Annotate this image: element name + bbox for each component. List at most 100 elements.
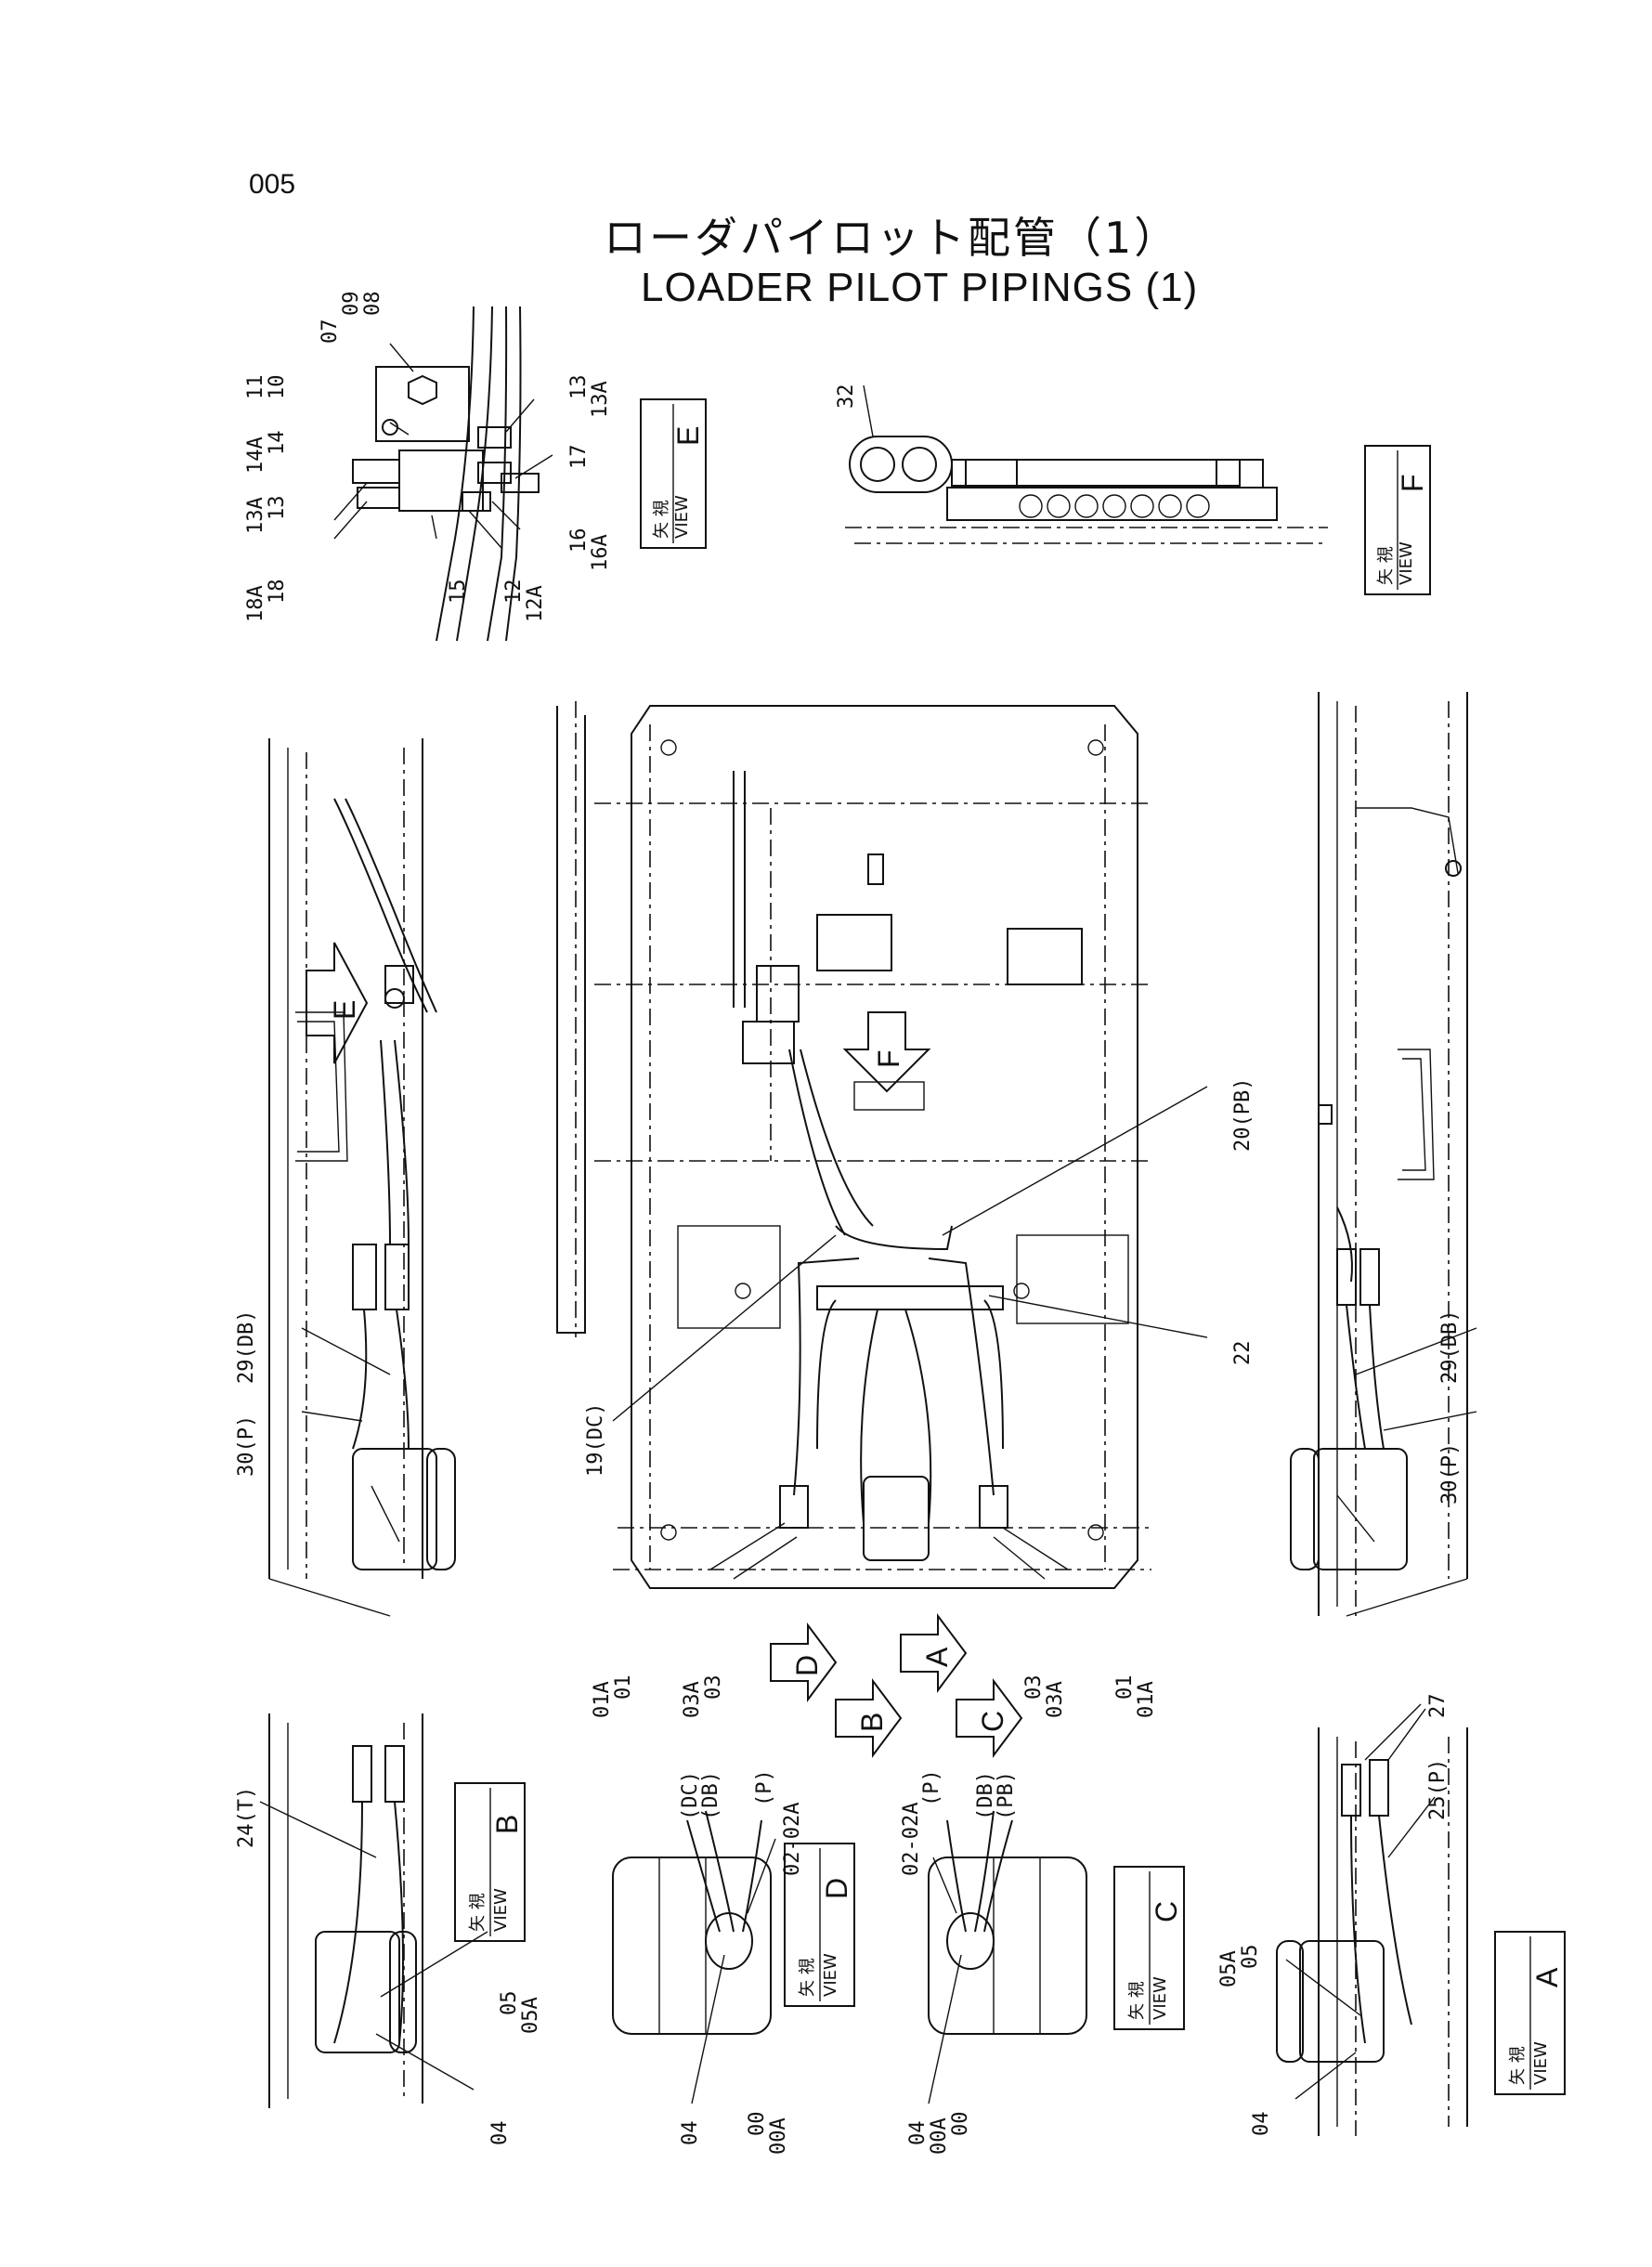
left-side-view <box>268 738 456 1617</box>
detail-view-c <box>928 1810 1087 2104</box>
arrow-e-letter: E <box>328 1000 361 1020</box>
view-box-f-en: VIEW <box>1397 541 1416 585</box>
view-box-c-prefix: 矢 視 <box>1127 1981 1147 2020</box>
label-25p: 25(P) <box>1426 1759 1450 1820</box>
label-db-c: (DB) <box>974 1771 997 1820</box>
title-english: LOADER PILOT PIPINGS (1) <box>641 265 1199 310</box>
label-03-left: 03 <box>702 1675 725 1700</box>
label-22: 22 <box>1231 1341 1255 1366</box>
view-box-d-letter: D <box>820 1878 853 1899</box>
label-08: 08 <box>361 292 384 317</box>
view-box-e-letter: E <box>671 426 705 446</box>
view-box-b-prefix: 矢 視 <box>468 1893 488 1932</box>
arrow-a-letter: A <box>920 1647 954 1667</box>
arrow-d-letter: D <box>790 1655 824 1676</box>
label-02-02a-d: 02-02A <box>781 1803 804 1876</box>
label-16: 16 <box>567 528 591 554</box>
label-p-c: (P) <box>920 1769 943 1806</box>
arrow-f-letter: F <box>872 1049 905 1068</box>
arrow-a: A <box>900 1613 968 1693</box>
view-box-e: 矢 視 VIEW E <box>640 398 707 549</box>
label-dc-d: (DC) <box>679 1771 702 1820</box>
label-20pb: 20(PB) <box>1231 1078 1255 1152</box>
view-box-a-letter: A <box>1530 1967 1564 1987</box>
detail-view-b <box>259 1713 488 2108</box>
view-box-f-letter: F <box>1396 474 1429 492</box>
label-00a-c: 00A <box>928 2117 951 2155</box>
label-04-b: 04 <box>488 2121 512 2146</box>
label-02-02a-c: 02-02A <box>900 1803 923 1876</box>
label-01a-right: 01A <box>1135 1681 1158 1718</box>
label-13-left: 13 <box>266 496 289 521</box>
label-00a-d: 00A <box>767 2117 790 2155</box>
label-18: 18 <box>266 580 289 605</box>
view-box-f-prefix: 矢 視 <box>1376 546 1396 585</box>
view-box-c-en: VIEW <box>1151 1976 1170 2020</box>
label-32: 32 <box>835 384 858 410</box>
arrow-f: F <box>842 1011 931 1093</box>
view-box-d: 矢 視 VIEW D <box>784 1843 855 2007</box>
label-db-d: (DB) <box>699 1771 722 1820</box>
view-box-b-en: VIEW <box>491 1888 511 1932</box>
arrow-d: D <box>770 1622 838 1702</box>
arrow-c: C <box>956 1678 1023 1758</box>
label-29db-right: 29(DB) <box>1438 1310 1462 1384</box>
label-15: 15 <box>447 580 470 605</box>
label-p-d: (P) <box>753 1769 776 1806</box>
label-30p-left: 30(P) <box>235 1415 258 1477</box>
label-29db-left: 29(DB) <box>235 1310 258 1384</box>
label-13-right: 13 <box>567 375 591 400</box>
label-12a: 12A <box>524 585 547 622</box>
detail-view-a <box>1276 1703 1468 2136</box>
view-box-b-letter: B <box>490 1815 524 1834</box>
label-30p-right: 30(P) <box>1438 1443 1462 1505</box>
label-09: 09 <box>340 292 363 317</box>
label-05-b: 05 <box>498 1991 521 2016</box>
view-box-a-en: VIEW <box>1531 2041 1551 2085</box>
label-18a: 18A <box>244 585 267 622</box>
view-box-b: 矢 視 VIEW B <box>454 1782 526 1942</box>
arrow-b: B <box>835 1678 903 1758</box>
page-number: 005 <box>249 169 296 200</box>
label-17: 17 <box>567 445 591 470</box>
detail-view-f <box>845 384 1328 544</box>
label-24t: 24(T) <box>235 1787 258 1848</box>
label-05a-a: 05A <box>1217 1950 1241 1987</box>
label-03a-right: 03A <box>1044 1681 1067 1718</box>
label-03a-left: 03A <box>681 1681 704 1718</box>
label-00-c: 00 <box>949 2112 972 2137</box>
labels-view-e: 07 09 08 11 10 14A 14 13A 13 18A 18 15 1… <box>244 292 612 623</box>
view-box-f: 矢 視 VIEW F <box>1364 445 1431 595</box>
label-10: 10 <box>266 375 289 400</box>
label-03-right: 03 <box>1022 1675 1046 1700</box>
view-box-c-letter: C <box>1150 1901 1183 1922</box>
label-13a-right: 13A <box>589 381 612 418</box>
label-14a: 14A <box>244 436 267 474</box>
label-07: 07 <box>319 319 342 345</box>
arrow-e: E <box>306 942 369 1064</box>
label-11: 11 <box>244 375 267 400</box>
label-00-d: 00 <box>746 2112 769 2137</box>
center-main-view <box>556 701 1208 1589</box>
label-01-right: 01 <box>1113 1675 1137 1700</box>
title-japanese: ローダパイロット配管（1） <box>604 213 1180 263</box>
detail-view-d <box>612 1810 776 2104</box>
label-01-left: 01 <box>612 1675 635 1700</box>
label-13a-left: 13A <box>244 497 267 534</box>
label-04-d: 04 <box>679 2121 702 2146</box>
arrow-c-letter: C <box>976 1711 1009 1732</box>
right-side-view <box>1290 692 1477 1617</box>
arrow-b-letter: B <box>855 1713 889 1732</box>
label-04-a: 04 <box>1250 2112 1273 2137</box>
view-box-d-prefix: 矢 視 <box>798 1958 817 1997</box>
view-box-e-prefix: 矢 視 <box>652 500 671 539</box>
view-box-a-prefix: 矢 視 <box>1508 2046 1528 2085</box>
label-14: 14 <box>266 431 289 456</box>
label-01a-left: 01A <box>591 1681 614 1718</box>
label-04-c: 04 <box>906 2121 930 2146</box>
view-box-e-en: VIEW <box>672 495 692 539</box>
label-05a-b: 05A <box>519 1997 542 2034</box>
view-box-a: 矢 視 VIEW A <box>1494 1931 1566 2095</box>
label-12: 12 <box>502 580 526 605</box>
